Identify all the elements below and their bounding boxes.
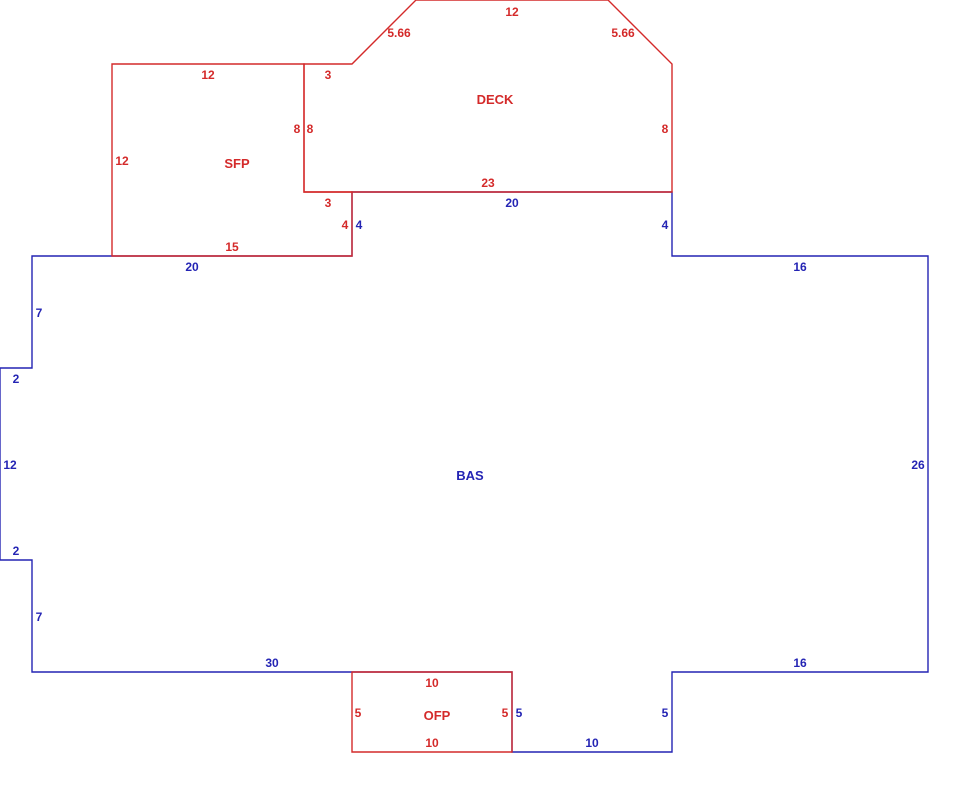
bas-bottom-left-dimension: 30	[265, 656, 279, 670]
sfp-top-dimension: 12	[201, 68, 215, 82]
deck-bottom-dimension: 23	[481, 176, 495, 190]
bas-bump-right-dimension: 5	[662, 706, 669, 720]
sfp-outline	[111, 63, 353, 257]
bas-bottom-mid-dimension: 10	[585, 736, 599, 750]
bas-notch-right-dimension: 4	[662, 218, 669, 232]
sfp-right-dimension: 8	[294, 122, 301, 136]
ofp-right-dimension: 5	[502, 706, 509, 720]
bas-left-dimension: 12	[3, 458, 17, 472]
deck-left-dimension: 8	[307, 122, 314, 136]
sfp-step-side-dimension: 4	[342, 218, 349, 232]
bas-left-upper-dimension: 7	[36, 306, 43, 320]
bas-top-right-dimension: 16	[793, 260, 807, 274]
deck-name: DECK	[477, 92, 514, 107]
ofp-name: OFP	[424, 708, 451, 723]
bas-notch-left-dimension: 4	[356, 218, 363, 232]
deck-diag-right-dimension: 5.66	[611, 26, 635, 40]
deck-top-dimension: 12	[505, 5, 519, 19]
deck-right-dimension: 8	[662, 122, 669, 136]
ofp-top-dimension: 10	[425, 676, 439, 690]
bas-step-upper-dimension: 2	[13, 372, 20, 386]
bas-bump-left-dimension: 5	[516, 706, 523, 720]
ofp-bottom-dimension: 10	[425, 736, 439, 750]
sfp-bottom-dimension: 15	[225, 240, 239, 254]
sfp-step-dimension: 3	[325, 196, 332, 210]
bas-step-lower-dimension: 2	[13, 544, 20, 558]
bas-top-left-dimension: 20	[185, 260, 199, 274]
ofp-left-dimension: 5	[355, 706, 362, 720]
ofp-outline	[351, 671, 513, 753]
bas-top-mid-dimension: 20	[505, 196, 519, 210]
deck-step-top-dimension: 3	[325, 68, 332, 82]
bas-name: BAS	[456, 468, 484, 483]
deck-diag-left-dimension: 5.66	[387, 26, 411, 40]
bas-left-lower-dimension: 7	[36, 610, 43, 624]
bas-bottom-right-dimension: 16	[793, 656, 807, 670]
bas-right-dimension: 26	[911, 458, 925, 472]
sfp-left-dimension: 12	[115, 154, 129, 168]
sfp-name: SFP	[224, 156, 250, 171]
